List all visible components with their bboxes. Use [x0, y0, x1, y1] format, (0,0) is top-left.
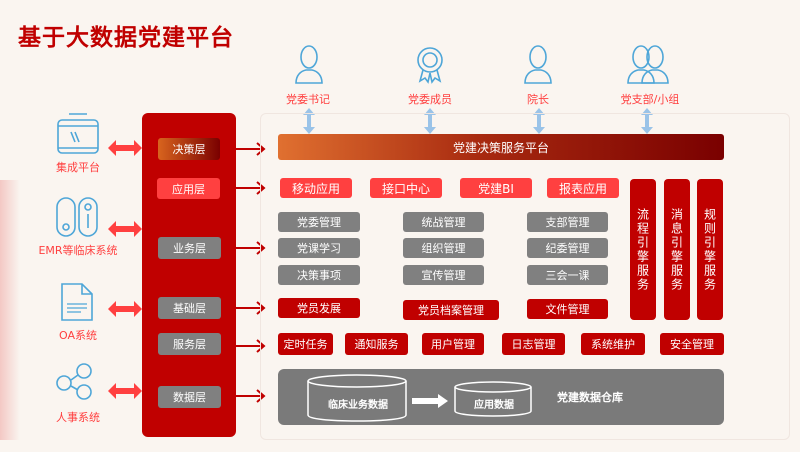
role-label: 院长: [527, 93, 549, 106]
app-item: 移动应用: [280, 178, 352, 198]
engine-item: 消息引擎服务: [664, 179, 690, 320]
engine-item: 流程引擎服务: [630, 179, 656, 320]
database-icon: [307, 374, 407, 422]
business-item: 党委管理: [278, 212, 360, 232]
role-label: 党委书记: [286, 93, 330, 106]
service-item: 日志管理: [502, 333, 565, 355]
background-decoration: [0, 180, 20, 440]
foundation-item: 党员档案管理: [403, 300, 499, 320]
service-item: 通知服务: [345, 333, 408, 355]
app-item: 报表应用: [547, 178, 619, 198]
layer-business: 业务层: [158, 237, 221, 259]
share-nodes-icon: [56, 363, 92, 400]
service-item: 系统维护: [581, 333, 645, 355]
database-icon: [454, 381, 532, 417]
vertical-double-arrow-icon: [533, 108, 545, 134]
database-label: 应用数据: [474, 399, 514, 411]
emr-icon: [56, 197, 98, 237]
document-icon: [61, 283, 93, 321]
layer-service: 服务层: [158, 333, 221, 355]
vertical-double-arrow-icon: [641, 108, 653, 134]
business-item: 支部管理: [527, 212, 608, 232]
source-label: 人事系统: [56, 411, 100, 424]
business-item: 三会一课: [527, 265, 608, 285]
person-icon: [295, 45, 323, 84]
group-icon: [627, 45, 669, 84]
person-icon: [524, 45, 552, 84]
layer-decision: 决策层: [158, 138, 220, 160]
integration-icon: [57, 113, 99, 154]
layer-arrows: [236, 142, 266, 403]
source-label: OA系统: [59, 329, 97, 342]
business-item: 统战管理: [403, 212, 484, 232]
service-item: 用户管理: [422, 333, 484, 355]
business-item: 党课学习: [278, 238, 360, 258]
business-item: 决策事项: [278, 265, 360, 285]
award-icon: [417, 47, 443, 84]
vertical-double-arrow-icon: [424, 108, 436, 134]
content-panel: [260, 113, 790, 440]
data-warehouse-box: 临床业务数据 应用数据 党建数据仓库: [278, 369, 724, 425]
role-label: 党委成员: [408, 93, 452, 106]
vertical-double-arrow-icon: [303, 108, 315, 134]
double-arrow-icon: [108, 383, 142, 399]
decision-platform-bar: 党建决策服务平台: [278, 134, 724, 160]
app-item: 接口中心: [370, 178, 442, 198]
role-label: 党支部/小组: [620, 93, 680, 106]
double-arrow-icon: [108, 140, 142, 156]
business-item: 宣传管理: [403, 265, 484, 285]
layer-application: 应用层: [157, 178, 220, 199]
service-item: 定时任务: [278, 333, 333, 355]
layer-data: 数据层: [158, 386, 221, 408]
foundation-item: 文件管理: [527, 299, 608, 319]
warehouse-label: 党建数据仓库: [557, 391, 623, 404]
service-item: 安全管理: [660, 333, 724, 355]
page-title: 基于大数据党建平台: [18, 25, 234, 51]
engine-item: 规则引擎服务: [697, 179, 723, 320]
app-item: 党建BI: [460, 178, 532, 198]
database-label: 临床业务数据: [328, 399, 388, 411]
business-item: 组织管理: [403, 238, 484, 258]
business-item: 纪委管理: [527, 238, 608, 258]
layer-column: [142, 113, 236, 437]
foundation-item: 党员发展: [278, 298, 360, 318]
right-arrow-icon: [412, 394, 448, 408]
double-arrow-icon: [108, 221, 142, 237]
double-arrow-icon: [108, 301, 142, 317]
source-label: 集成平台: [56, 161, 100, 174]
source-label: EMR等临床系统: [38, 244, 118, 257]
layer-foundation: 基础层: [158, 297, 221, 319]
